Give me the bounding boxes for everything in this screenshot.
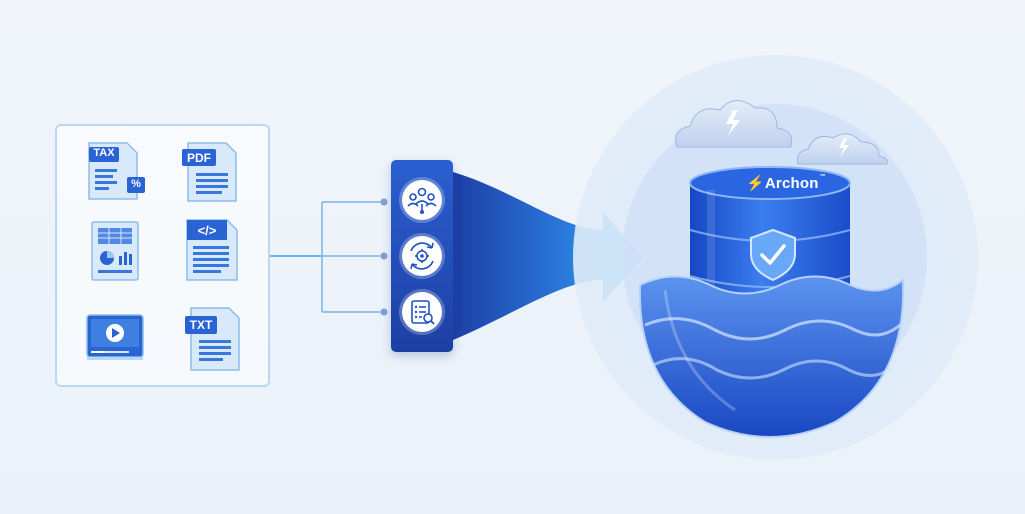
cloud-lightning-icon <box>675 100 793 148</box>
shield-check-icon <box>750 228 796 282</box>
cloud-lightning-icon <box>797 133 888 165</box>
people-network-icon <box>407 187 437 214</box>
code-document-icon: </> <box>185 218 241 282</box>
connector-lines <box>270 198 388 316</box>
tax-percent-symbol: % <box>131 178 141 190</box>
pdf-label: PDF <box>187 151 211 165</box>
water-bowl <box>638 275 905 438</box>
checklist-search-icon <box>411 300 435 325</box>
data-lake-illustration <box>638 100 905 438</box>
txt-label: TXT <box>189 318 213 332</box>
ingest-step <box>402 180 442 220</box>
pdf-document-icon: PDF <box>180 141 240 203</box>
brand-logo: ⚡Archon™ <box>746 174 846 192</box>
processing-pipeline <box>391 160 453 352</box>
spreadsheet-document-icon <box>90 220 142 282</box>
code-label: </> <box>197 223 217 238</box>
tax-label: TAX <box>93 147 115 159</box>
flow-arrow <box>453 172 643 340</box>
video-file-icon <box>85 313 147 363</box>
brand-trademark: ™ <box>819 174 826 180</box>
analyze-step <box>402 292 442 332</box>
source-documents-panel: TAX % PDF <box>55 124 270 387</box>
gear-cycle-icon <box>410 242 434 270</box>
brand-bolt-icon: ⚡ <box>746 175 765 192</box>
tax-document-icon: TAX % <box>87 141 147 201</box>
transform-step <box>402 236 442 276</box>
txt-document-icon: TXT <box>185 306 243 372</box>
brand-name: Archon <box>764 175 819 192</box>
